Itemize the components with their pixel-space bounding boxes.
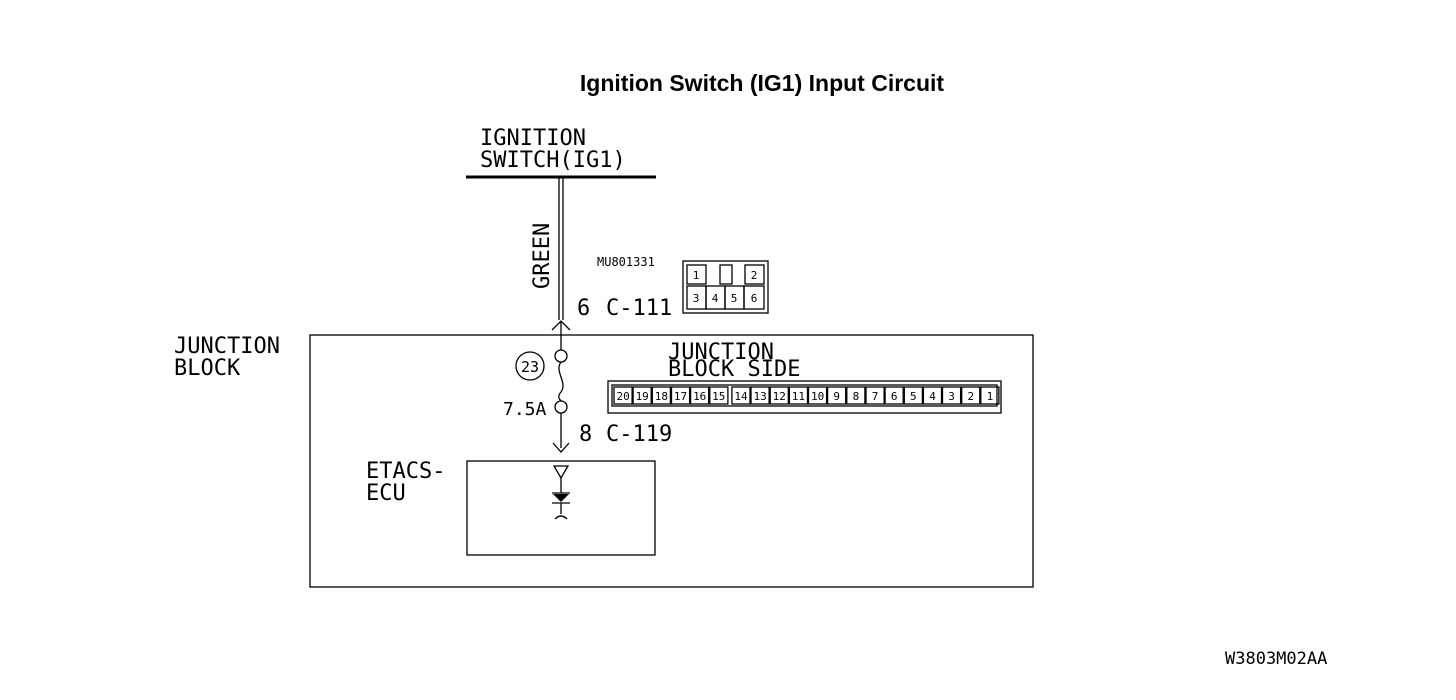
etacs-ecu-label-line1: ETACS- xyxy=(366,459,445,484)
pin-cell xyxy=(941,386,962,405)
junction-block-outline xyxy=(309,334,1034,588)
ignition-switch-label-line2: SWITCH(IG1) xyxy=(480,148,626,173)
fuse-rating: 7.5A xyxy=(503,399,547,420)
pin-cell xyxy=(903,386,924,405)
junction-block-side-label-line2: BLOCK SIDE xyxy=(668,357,800,382)
svg-text:1: 1 xyxy=(693,269,700,282)
pin-cell xyxy=(846,386,866,405)
pin-number: 14 xyxy=(734,390,748,403)
pin-number: 11 xyxy=(792,390,805,403)
ignition-switch-label-line1: IGNITION xyxy=(480,126,586,151)
pin-cell xyxy=(961,386,981,405)
pin-number: 4 xyxy=(929,390,936,403)
wire-color-label: GREEN xyxy=(530,223,555,289)
svg-text:2: 2 xyxy=(751,269,758,282)
pin-number: 6 xyxy=(891,390,898,403)
svg-text:3: 3 xyxy=(693,292,700,305)
pin-cell xyxy=(769,386,789,405)
etacs-ecu-box xyxy=(466,460,656,556)
connector-c111-face: 1 2 3 4 5 6 xyxy=(682,260,769,314)
green-wire xyxy=(558,177,564,320)
pin-cell xyxy=(922,386,943,405)
fuse-number-badge xyxy=(515,351,545,381)
pin-number: 7 xyxy=(872,390,879,403)
pin-cell xyxy=(865,386,885,405)
figure-code: W3803M02AA xyxy=(1225,649,1327,669)
pin-cell xyxy=(750,386,770,405)
pin-number: 18 xyxy=(655,390,668,403)
pin-number: 1 xyxy=(987,390,994,403)
pin-cell xyxy=(807,386,828,405)
pin-number: 20 xyxy=(616,390,629,403)
fuse-number: 23 xyxy=(521,358,539,376)
pin-number: 12 xyxy=(773,390,786,403)
connector-c111-id: C-111 xyxy=(606,296,672,321)
svg-text:6: 6 xyxy=(751,292,758,305)
pin-cell xyxy=(613,386,633,405)
pin-cell xyxy=(670,386,691,405)
pin-cell xyxy=(709,386,729,405)
fuse-symbol xyxy=(554,349,568,448)
etacs-ecu-label-line2: ECU xyxy=(366,481,406,506)
pin-number: 2 xyxy=(967,390,974,403)
pin-cell xyxy=(689,386,710,405)
svg-text:5: 5 xyxy=(731,292,738,305)
connector-c119-pin: 8 xyxy=(579,422,592,447)
diagram-title: Ignition Switch (IG1) Input Circuit xyxy=(580,70,944,96)
pin-number: 15 xyxy=(712,390,725,403)
pin-number: 19 xyxy=(636,390,649,403)
junction-block-label-line2: BLOCK xyxy=(174,356,241,381)
pin-number: 13 xyxy=(753,390,766,403)
connector-c119-id: C-119 xyxy=(606,422,672,447)
connector-c119-arrow xyxy=(552,442,570,453)
junction-block-label-line1: JUNCTION xyxy=(174,334,280,359)
pin-cell xyxy=(884,386,904,405)
pin-cell xyxy=(980,386,1000,405)
pin-number: 5 xyxy=(910,390,917,403)
pin-number: 3 xyxy=(948,390,955,403)
part-number: MU801331 xyxy=(597,255,655,269)
ecu-input-symbol xyxy=(552,465,570,520)
pin-number: 16 xyxy=(693,390,706,403)
pin-number: 17 xyxy=(674,390,687,403)
svg-text:4: 4 xyxy=(712,292,719,305)
pin-cell xyxy=(788,386,809,405)
pin-cell xyxy=(632,386,652,405)
connector-c111-pin: 6 xyxy=(577,296,590,321)
pin-number: 8 xyxy=(853,390,860,403)
pin-number: 9 xyxy=(833,390,840,403)
pin-number: 10 xyxy=(811,390,824,403)
pin-cell xyxy=(731,386,751,405)
junction-block-side-label-line1: JUNCTION xyxy=(668,340,774,365)
pin-cell xyxy=(651,386,672,405)
pin-cell xyxy=(826,386,847,405)
